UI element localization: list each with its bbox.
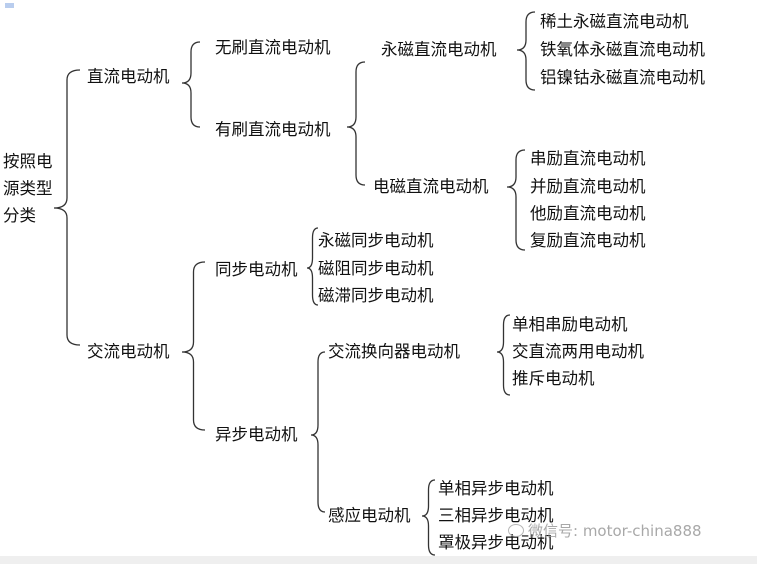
leaf-node: 铁氧体永磁直流电动机 xyxy=(540,40,705,59)
brace xyxy=(421,479,436,556)
node-brushed-dc: 有刷直流电动机 xyxy=(215,120,331,139)
root-node: 按照电 源类型 分类 xyxy=(3,148,63,229)
watermark: 微信号: motor-china888 xyxy=(508,520,702,541)
wechat-icon xyxy=(508,524,524,537)
node-commutator: 交流换向器电动机 xyxy=(328,342,460,361)
brace xyxy=(496,314,511,396)
leaf-node: 铝镍钴永磁直流电动机 xyxy=(540,68,705,87)
leaf-node: 他励直流电动机 xyxy=(530,204,646,223)
brace xyxy=(53,69,81,346)
leaf-node: 罩极异步电动机 xyxy=(438,533,554,552)
brace xyxy=(306,227,319,306)
bottom-band xyxy=(0,556,757,564)
leaf-node: 串励直流电动机 xyxy=(530,149,646,168)
node-em-dc: 电磁直流电动机 xyxy=(373,177,489,196)
leaf-node: 交直流两用电动机 xyxy=(512,342,644,361)
leaf-node: 复励直流电动机 xyxy=(530,231,646,250)
leaf-node: 单相异步电动机 xyxy=(438,479,554,498)
brace xyxy=(310,351,326,513)
node-pm-dc: 永磁直流电动机 xyxy=(381,40,497,59)
leaf-node: 稀土永磁直流电动机 xyxy=(540,12,689,31)
leaf-node: 单相串励电动机 xyxy=(512,315,628,334)
node-sync: 同步电动机 xyxy=(215,260,298,279)
leaf-node: 磁滞同步电动机 xyxy=(318,286,434,305)
brace xyxy=(516,11,536,91)
selection-marker xyxy=(5,3,14,8)
brace xyxy=(346,61,366,186)
watermark-text: 微信号: motor-china888 xyxy=(528,522,702,540)
node-brushless-dc: 无刷直流电动机 xyxy=(215,38,331,57)
root-line: 分类 xyxy=(3,206,36,225)
node-induction: 感应电动机 xyxy=(328,506,411,525)
leaf-node: 并励直流电动机 xyxy=(530,177,646,196)
node-dc: 直流电动机 xyxy=(87,67,170,86)
root-line: 源类型 xyxy=(3,179,53,198)
brace xyxy=(181,261,206,431)
leaf-node: 三相异步电动机 xyxy=(438,506,554,525)
brace xyxy=(506,149,526,251)
leaf-node: 磁阻同步电动机 xyxy=(318,259,434,278)
node-ac: 交流电动机 xyxy=(87,342,170,361)
leaf-node: 永磁同步电动机 xyxy=(318,231,434,250)
root-line: 按照电 xyxy=(3,152,53,171)
node-async: 异步电动机 xyxy=(215,425,298,444)
brace xyxy=(181,41,201,128)
leaf-node: 推斥电动机 xyxy=(512,369,595,388)
